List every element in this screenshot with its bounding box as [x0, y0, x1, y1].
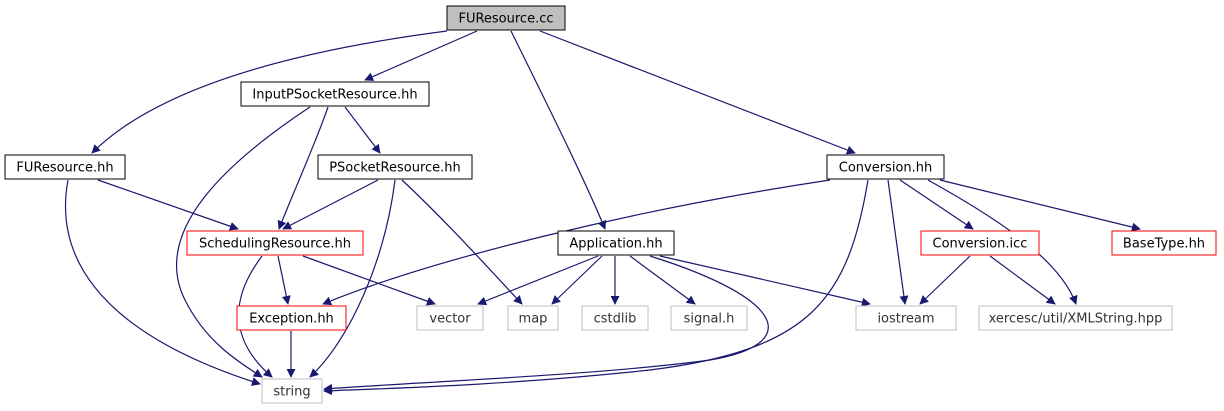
edge-input-psocket-resource-to-string [175, 106, 311, 378]
edge-fu-resource-cc-to-application-hh [510, 30, 607, 230]
edge-conversion-hh-to-string [323, 179, 869, 396]
edge-scheduling-resource-to-vector [302, 255, 436, 306]
node-box [240, 81, 430, 107]
edge-conversion-icc-to-iostream [919, 255, 971, 305]
node-label: cstdlib [594, 312, 637, 327]
node-fu-resource-cc[interactable]: FUResource.cc [446, 5, 566, 31]
node-label: BaseType.hh [1123, 237, 1205, 252]
node-box [557, 230, 675, 256]
node-exception-hh[interactable]: Exception.hh [236, 305, 347, 331]
node-label: signal.h [684, 312, 735, 327]
node-box [1111, 230, 1217, 256]
node-base-type[interactable]: BaseType.hh [1111, 230, 1217, 256]
node-scheduling-resource[interactable]: SchedulingResource.hh [186, 230, 364, 256]
node-fu-resource-hh[interactable]: FUResource.hh [4, 154, 126, 180]
node-box [670, 305, 748, 331]
node-cstdlib: cstdlib [581, 305, 649, 331]
edge-p-socket-resource-to-string [309, 179, 396, 378]
node-box [186, 230, 364, 256]
node-box [826, 154, 945, 180]
edge-input-psocket-resource-to-p-socket-resource [344, 106, 381, 154]
node-map: map [507, 305, 559, 331]
edges-layer [64, 30, 1141, 396]
edge-application-hh-to-vector [477, 255, 599, 306]
node-conversion-icc[interactable]: Conversion.icc [920, 230, 1040, 256]
edge-conversion-hh-to-iostream [887, 179, 909, 305]
edge-p-socket-resource-to-scheduling-resource [282, 179, 379, 230]
node-label: iostream [877, 312, 934, 327]
edge-fu-resource-cc-to-fu-resource-hh [91, 30, 448, 154]
edge-fu-resource-hh-to-string [64, 179, 261, 386]
node-label: xercesc/util/XMLString.hpp [989, 312, 1163, 327]
edge-application-hh-to-map [551, 255, 603, 305]
edge-scheduling-resource-to-exception-hh [277, 255, 291, 305]
node-p-socket-resource[interactable]: PSocketResource.hh [317, 154, 473, 180]
node-box [581, 305, 649, 331]
node-label: Application.hh [569, 237, 662, 252]
node-iostream: iostream [855, 305, 957, 331]
node-box [507, 305, 559, 331]
node-label: PSocketResource.hh [329, 161, 461, 176]
node-box [4, 154, 126, 180]
node-string: string [261, 378, 323, 404]
node-box [416, 305, 484, 331]
node-box [317, 154, 473, 180]
edge-application-hh-to-signal-h [629, 255, 696, 305]
node-box [261, 378, 323, 404]
node-label: SchedulingResource.hh [199, 237, 351, 252]
node-label: Conversion.icc [933, 237, 1028, 252]
edge-fu-resource-hh-to-scheduling-resource [97, 179, 239, 231]
node-input-psocket-resource[interactable]: InputPSocketResource.hh [240, 81, 430, 107]
node-vector: vector [416, 305, 484, 331]
node-box [855, 305, 957, 331]
node-label: map [519, 312, 548, 327]
node-label: Exception.hh [249, 312, 334, 327]
node-box [236, 305, 347, 331]
edge-conversion-hh-to-exception-hh [322, 179, 831, 306]
node-box [920, 230, 1040, 256]
node-box [446, 5, 566, 31]
node-label: InputPSocketResource.hh [252, 88, 417, 103]
node-conversion-hh[interactable]: Conversion.hh [826, 154, 945, 180]
edge-input-psocket-resource-to-scheduling-resource [277, 106, 329, 230]
edge-conversion-hh-to-base-type [939, 179, 1141, 232]
node-signal-h: signal.h [670, 305, 748, 331]
node-label: Conversion.hh [839, 161, 933, 176]
node-application-hh[interactable]: Application.hh [557, 230, 675, 256]
edge-fu-resource-cc-to-conversion-hh [539, 30, 856, 155]
edge-conversion-icc-to-xml-string [989, 255, 1056, 305]
node-box [978, 305, 1173, 331]
edge-fu-resource-cc-to-input-psocket-resource [364, 30, 478, 81]
edge-conversion-hh-to-conversion-icc [899, 179, 974, 230]
edge-p-socket-resource-to-map [401, 179, 523, 305]
edge-application-hh-to-iostream [659, 255, 871, 307]
nodes-layer: FUResource.ccInputPSocketResource.hhFURe… [4, 5, 1217, 404]
node-xml-string: xercesc/util/XMLString.hpp [978, 305, 1173, 331]
node-label: string [273, 385, 310, 400]
node-label: vector [429, 312, 471, 327]
node-label: FUResource.cc [458, 12, 553, 27]
node-label: FUResource.hh [16, 161, 113, 176]
